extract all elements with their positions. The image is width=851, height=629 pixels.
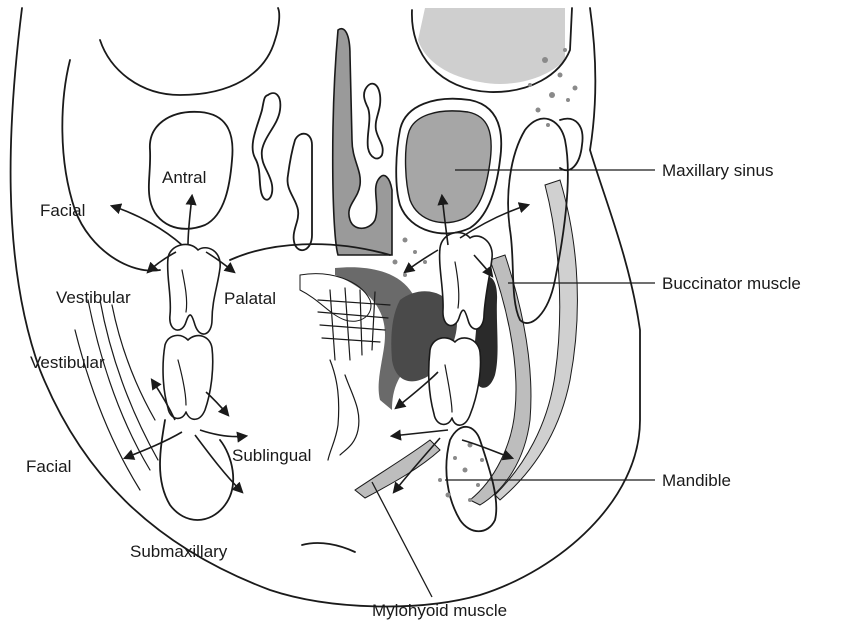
label-facial-lower: Facial — [26, 457, 71, 476]
label-mandible: Mandible — [662, 471, 731, 490]
nasal-conchae-left — [253, 93, 312, 250]
upper-left-tooth — [168, 244, 221, 334]
arrow-sublingual — [200, 430, 246, 437]
upper-right-tooth — [440, 233, 493, 330]
labels: Antral Facial Vestibular Palatal Vestibu… — [26, 161, 801, 620]
label-palatal: Palatal — [224, 289, 276, 308]
leader-mylohyoid — [372, 482, 432, 597]
arrow-left-lingual — [206, 392, 228, 415]
label-vestibular-lower: Vestibular — [30, 353, 105, 372]
label-antral: Antral — [162, 168, 206, 187]
palate-tongue — [230, 244, 457, 460]
chin-mark — [302, 543, 355, 552]
label-mylohyoid-muscle: Mylohyoid muscle — [372, 601, 507, 620]
leader-lines — [372, 170, 655, 597]
nasal-septum-right — [333, 29, 392, 255]
left-orbit — [100, 8, 279, 95]
right-orbit — [412, 8, 572, 92]
left-antral-contour — [62, 60, 232, 271]
cheek-lines-left — [75, 300, 158, 490]
mylohyoid-band — [355, 440, 440, 498]
label-facial-upper: Facial — [40, 201, 85, 220]
arrow-antral — [188, 196, 192, 245]
lower-left-tooth — [163, 335, 213, 419]
label-submaxillary: Submaxillary — [130, 542, 228, 561]
label-buccinator-muscle: Buccinator muscle — [662, 274, 801, 293]
arrow-right-buccal-lower — [462, 440, 512, 458]
lower-right-tooth — [429, 338, 481, 425]
maxillary-sinus — [396, 99, 501, 234]
arrow-right-palatal — [405, 250, 438, 272]
arrow-facial-lower — [125, 432, 182, 458]
label-maxillary-sinus: Maxillary sinus — [662, 161, 773, 180]
label-vestibular-upper: Vestibular — [56, 288, 131, 307]
label-sublingual: Sublingual — [232, 446, 311, 465]
arrow-right-mid — [392, 430, 448, 436]
